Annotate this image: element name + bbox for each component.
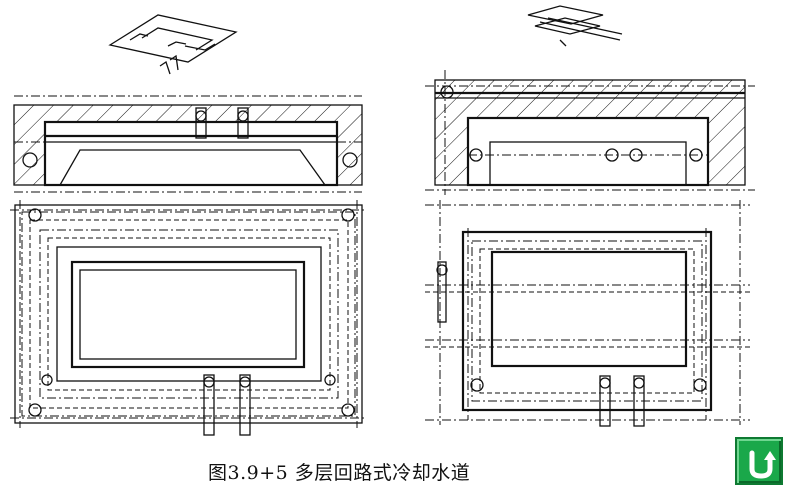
right-plan-view [425,200,750,427]
figure-caption: 图3.9+5 多层回路式冷却水道 [208,462,471,484]
return-button[interactable] [735,437,783,485]
left-isometric-sketch [108,14,238,75]
right-isometric-sketch [527,5,623,47]
left-section-view [13,95,363,193]
u-turn-return-icon [749,450,776,479]
cooling-channel-drawing [10,5,755,436]
left-plan-view [10,200,366,436]
right-section-view [425,70,755,195]
